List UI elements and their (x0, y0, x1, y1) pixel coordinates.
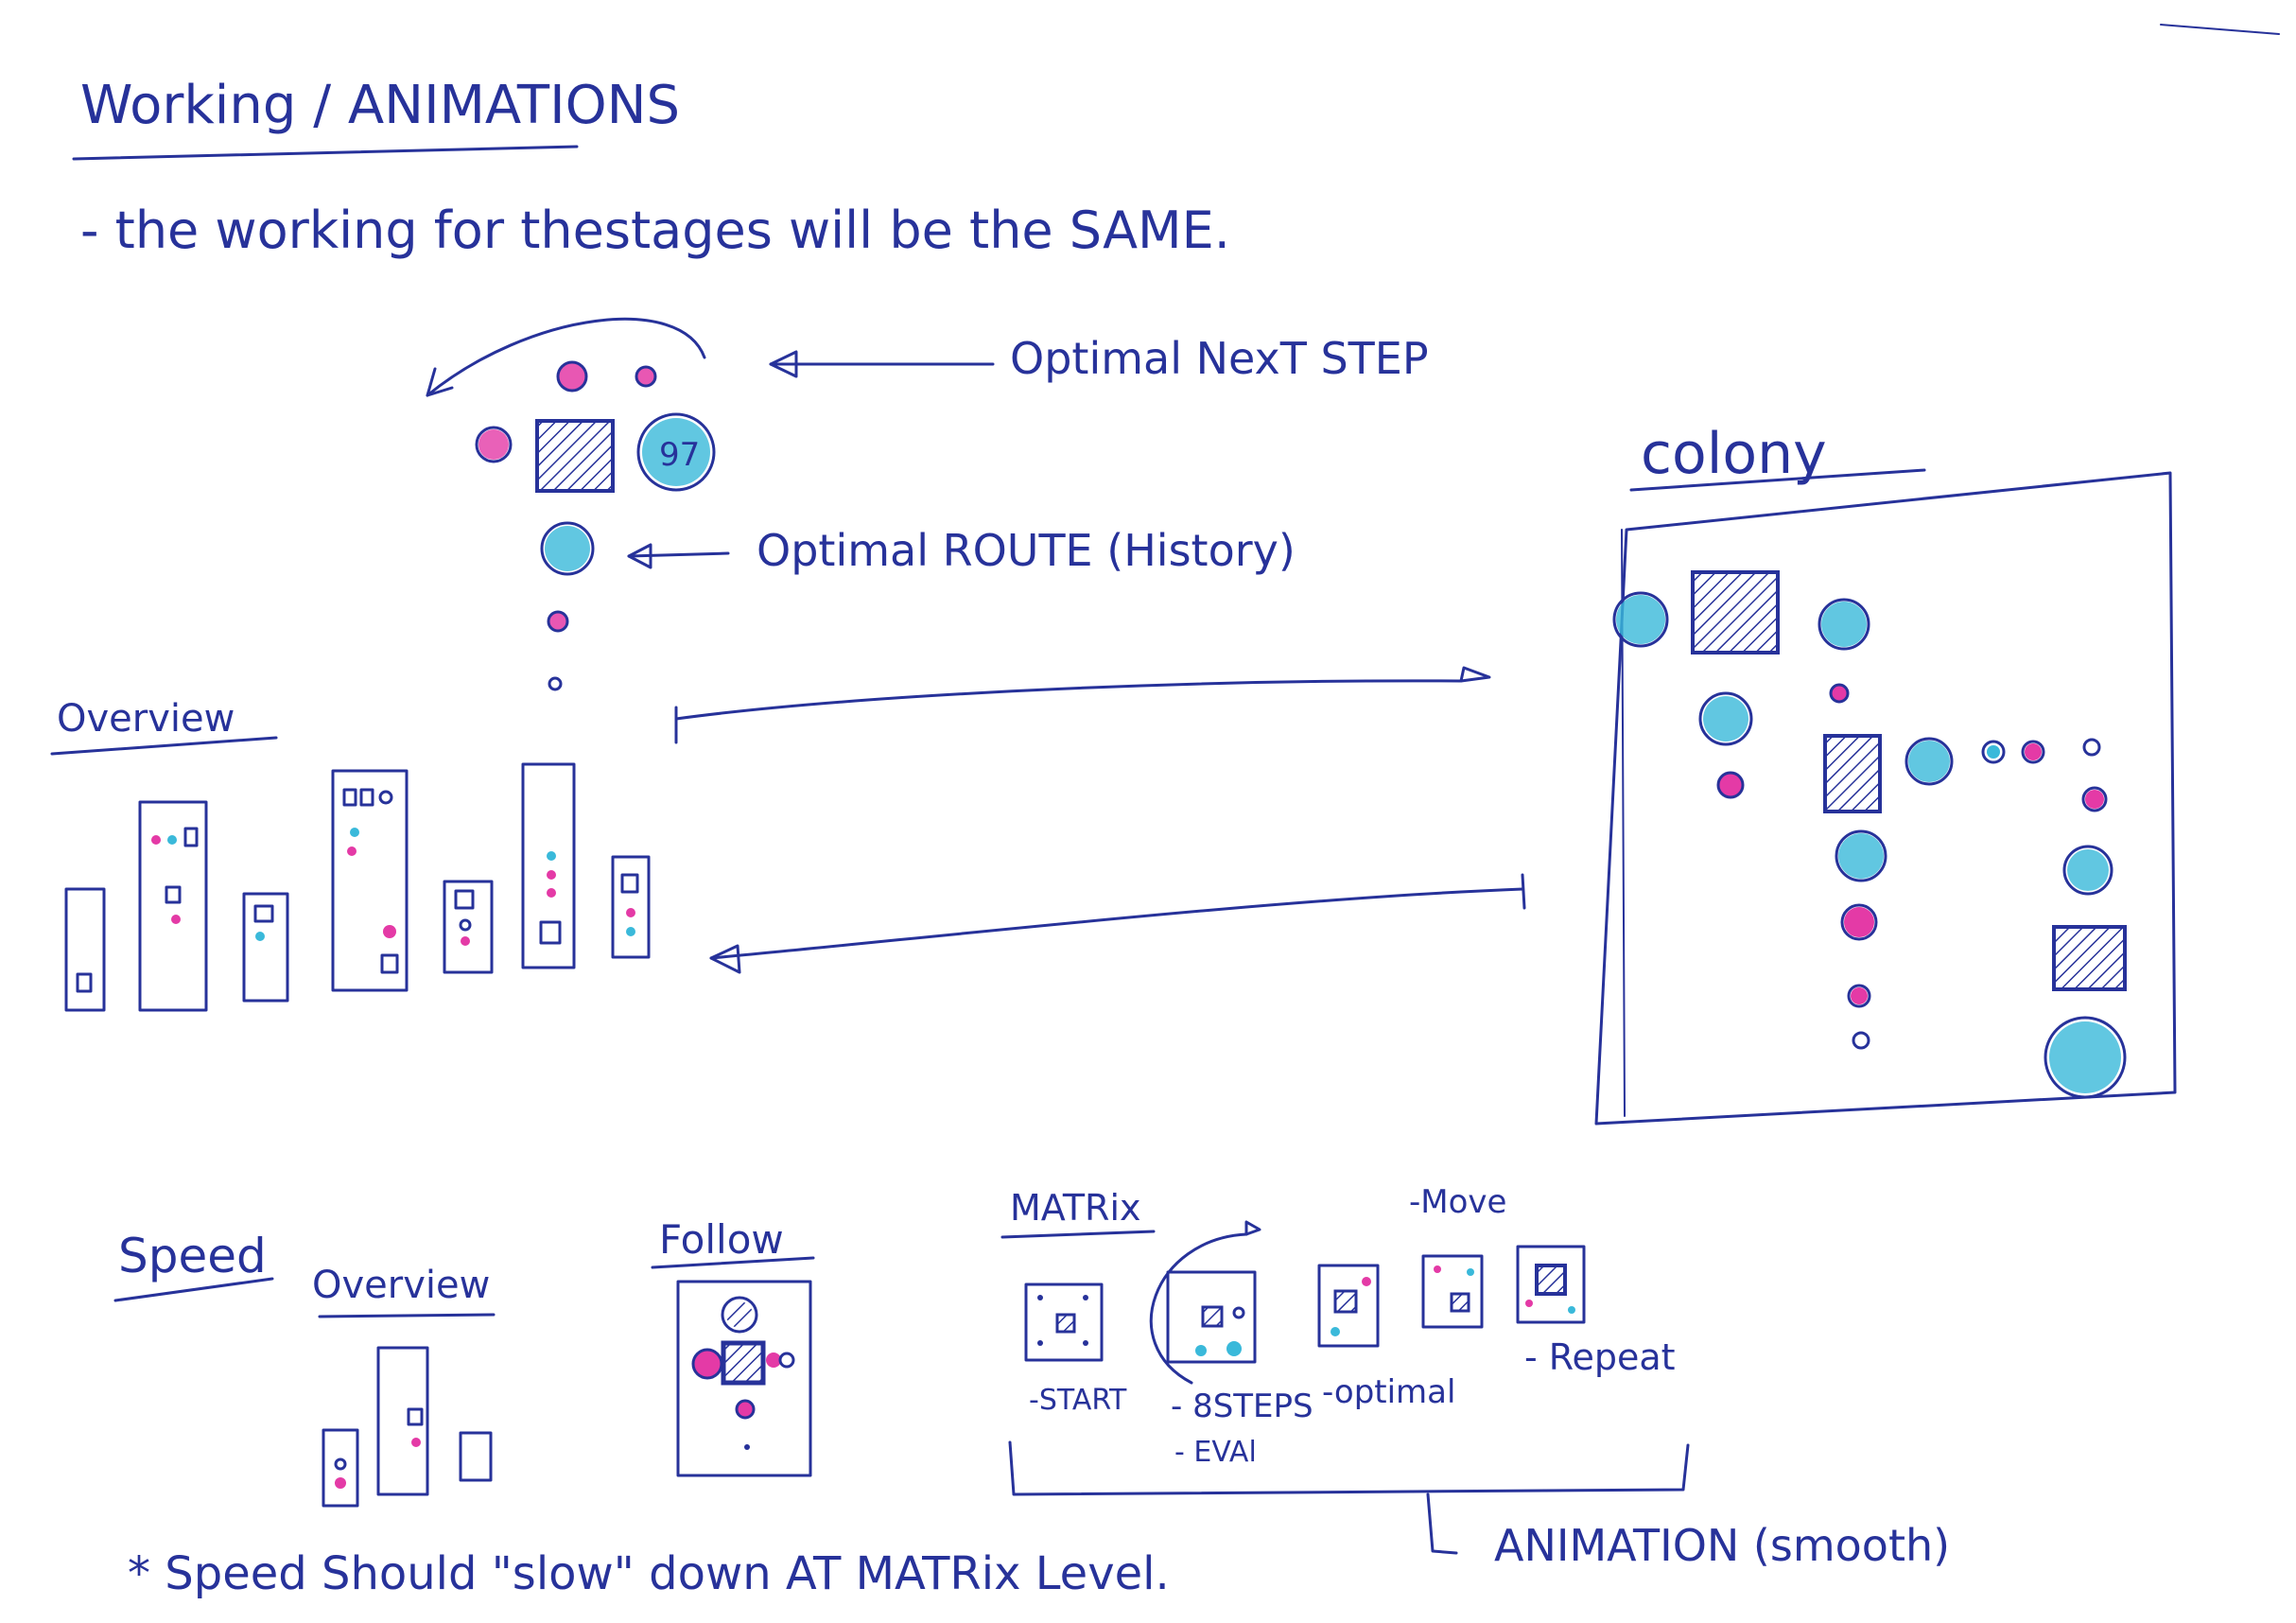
node-cluster: 97 (426, 317, 716, 691)
pink-node (559, 363, 585, 390)
overview-bar (64, 887, 106, 1012)
to-overview-arrow (709, 887, 1524, 960)
speed-label: Speed (118, 1229, 267, 1283)
colony-label: colony (1641, 421, 1827, 487)
speed-overview-label: Overview (312, 1264, 490, 1307)
colony-panel (1594, 471, 2177, 1126)
overview-bar (242, 892, 289, 1003)
optimal-route-arrow (627, 551, 730, 558)
start-label: -START (1029, 1384, 1127, 1417)
matrix-label: MATRix (1010, 1187, 1141, 1229)
cyan-node (642, 418, 710, 486)
matrix-frames (1024, 1220, 1586, 1385)
next-step-value: 97 (659, 436, 700, 474)
intro-note: - the working for thestages will be the … (80, 201, 1230, 260)
steps-label: - 8STEPS (1171, 1387, 1313, 1425)
matrix-loop-arrow (1149, 1232, 1248, 1385)
overview-bar (521, 762, 576, 969)
optimal-next-step-label: Optimal NexT STEP (1010, 333, 1429, 384)
hatched-obstacle (535, 419, 615, 493)
cyan-node (545, 526, 590, 571)
overview-bar (331, 769, 409, 992)
follow-label: Follow (659, 1216, 784, 1263)
overview-bar (611, 855, 651, 959)
pink-node (478, 429, 509, 460)
page-title: Working / ANIMATIONS (80, 75, 680, 136)
speed-overview-mini (322, 1346, 493, 1508)
eval-label: - EVAl (1174, 1436, 1257, 1469)
overview-label: Overview (57, 697, 235, 741)
pink-node (637, 368, 654, 385)
optimal-route-label: Optimal ROUTE (History) (757, 525, 1296, 576)
to-colony-arrow (674, 679, 1463, 721)
matrix-bracket (1008, 1440, 1690, 1496)
animation-label: ANIMATION (smooth) (1494, 1520, 1950, 1571)
overview-bar (443, 880, 494, 974)
move-label: -Move (1409, 1183, 1506, 1221)
follow-panel (676, 1280, 812, 1477)
pink-node (549, 613, 566, 630)
speed-footnote: * Speed Should "slow" down AT MATRix Lev… (128, 1547, 1170, 1600)
next-step-curve-arrow (426, 317, 706, 397)
overview-bar (138, 800, 208, 1012)
title-underline (72, 145, 579, 161)
optimal-label: -optimal (1322, 1373, 1455, 1411)
overview-bars (64, 762, 651, 1012)
repeat-label: - Repeat (1524, 1336, 1676, 1378)
